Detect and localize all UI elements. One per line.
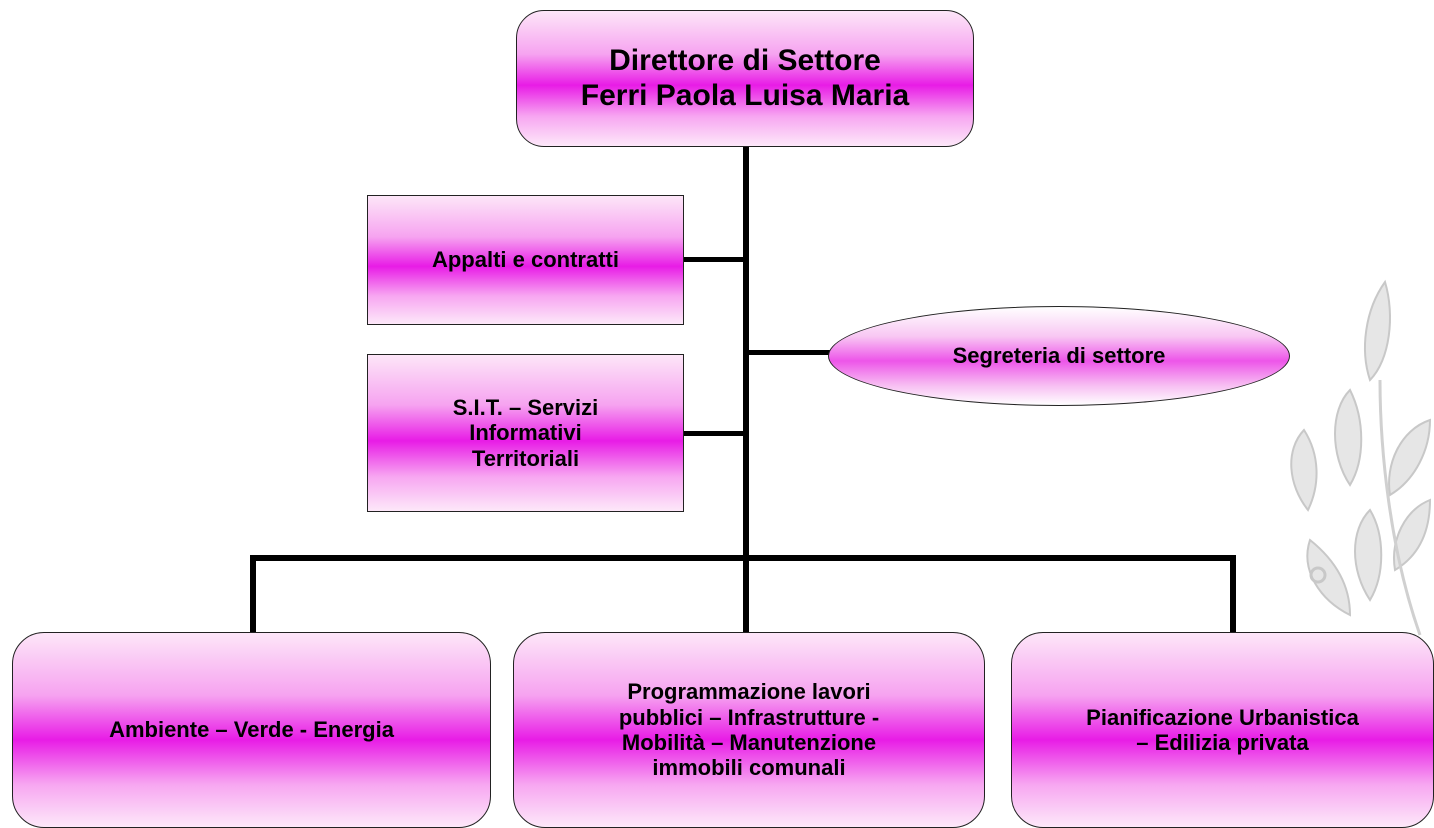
right-unit-connector — [1230, 555, 1236, 632]
unit-lavori-pubblici-node: Programmazione lavori pubblici – Infrast… — [513, 632, 985, 828]
sit-label: S.I.T. – Servizi Informativi Territorial… — [452, 395, 599, 471]
segreteria-connector — [746, 350, 832, 355]
unit-urbanistica-label: Pianificazione Urbanistica – Edilizia pr… — [1086, 704, 1359, 755]
appalti-node: Appalti e contratti — [367, 195, 684, 325]
olive-branch-icon — [1290, 279, 1432, 636]
director-title: Direttore di Settore — [609, 44, 881, 77]
director-node: Direttore di Settore Ferri Paola Luisa M… — [516, 10, 974, 147]
segreteria-node: Segreteria di settore — [828, 306, 1290, 406]
appalti-connector — [683, 257, 746, 262]
segreteria-label: Segreteria di settore — [952, 343, 1166, 369]
center-unit-connector — [743, 555, 749, 632]
unit-ambiente-node: Ambiente – Verde - Energia — [12, 632, 491, 828]
sit-node: S.I.T. – Servizi Informativi Territorial… — [367, 354, 684, 512]
left-unit-connector — [250, 555, 256, 632]
sit-connector — [683, 431, 746, 436]
director-name: Ferri Paola Luisa Maria — [580, 78, 910, 112]
appalti-label: Appalti e contratti — [431, 247, 619, 273]
unit-ambiente-label: Ambiente – Verde - Energia — [109, 717, 394, 743]
unit-lavori-pubblici-label: Programmazione lavori pubblici – Infrast… — [618, 679, 880, 781]
unit-urbanistica-node: Pianificazione Urbanistica – Edilizia pr… — [1011, 632, 1434, 828]
